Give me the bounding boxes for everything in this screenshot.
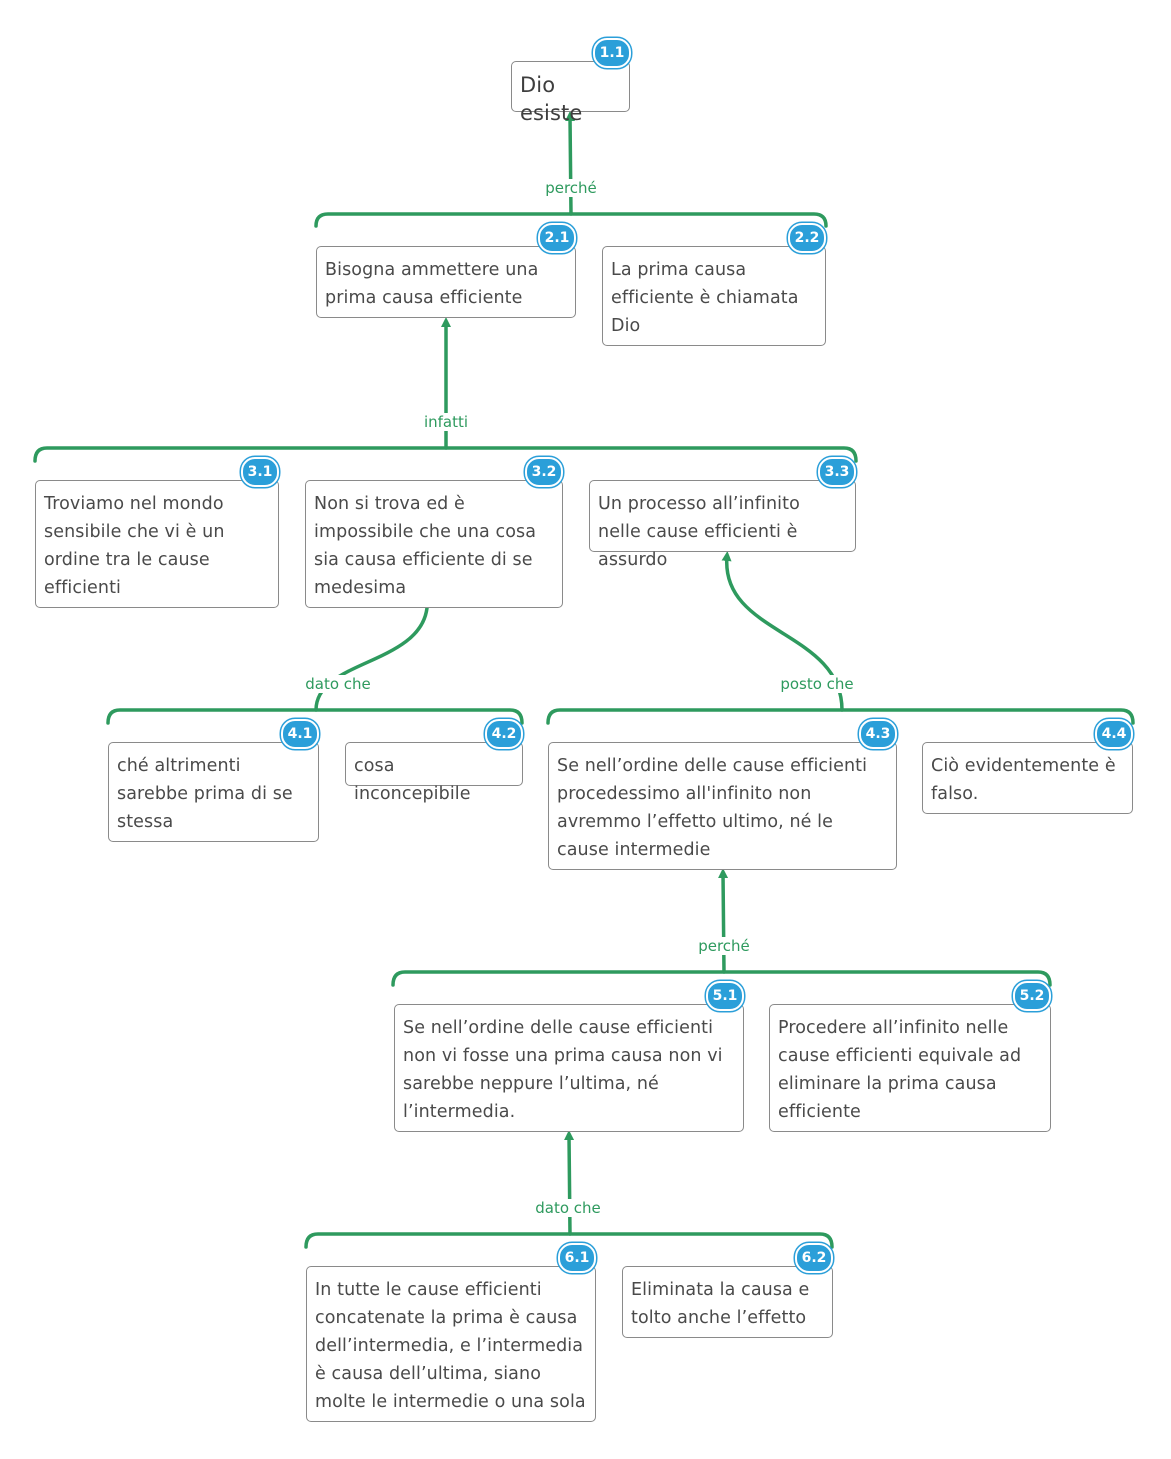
node-number-badge: 1.1 [593,38,631,68]
arrow-c6 [564,1130,575,1236]
claim-text: Dio esiste [520,73,583,125]
claim-node-2-2[interactable]: La prima causa efficiente è chiamata Dio [602,246,826,346]
claim-text: Se nell’ordine delle cause efficienti no… [403,1018,723,1122]
connector-label-infatti: infatti [421,413,471,431]
node-number-badge: 5.1 [706,981,744,1011]
claim-node-3-1[interactable]: Troviamo nel mondo sensibile che vi è un… [35,480,279,608]
connector-label-posto-che: posto che [778,675,856,693]
claim-node-4-1[interactable]: ché altrimenti sarebbe prima di se stess… [108,742,319,842]
claim-text: Eliminata la causa e tolto anche l’effet… [631,1280,810,1328]
claim-node-5-1[interactable]: Se nell’ordine delle cause efficienti no… [394,1004,744,1132]
claim-node-5-2[interactable]: Procedere all’infinito nelle cause effic… [769,1004,1051,1132]
connector-label-dato-che: dato che [303,675,373,693]
node-number-badge: 3.2 [525,457,563,487]
claim-text: Bisogna ammettere una prima causa effici… [325,260,539,308]
claim-node-4-3[interactable]: Se nell’ordine delle cause efficienti pr… [548,742,897,870]
claim-node-4-2[interactable]: cosa inconcepibile [345,742,523,804]
node-number-badge: 3.1 [241,457,279,487]
bracket-c2 [33,446,858,463]
arrow-c5 [718,868,729,974]
claim-text: In tutte le cause efficienti concatenate… [315,1280,586,1412]
claim-text: Non si trova ed è impossibile che una co… [314,494,537,598]
arrow-c3 [314,606,429,712]
claim-text: Ciò evidentemente è falso. [931,756,1116,804]
claim-text: Un processo all’infinito nelle cause eff… [598,494,800,570]
claim-node-3-2[interactable]: Non si trova ed è impossibile che una co… [305,480,563,608]
connector-label-dato-che: dato che [533,1199,603,1217]
claim-text: Troviamo nel mondo sensibile che vi è un… [44,494,225,598]
node-number-badge: 3.3 [818,457,856,487]
node-number-badge: 4.4 [1095,719,1133,749]
bracket-c3 [106,708,524,725]
bracket-c4 [546,708,1135,725]
claim-text: Se nell’ordine delle cause efficienti pr… [557,756,868,860]
claim-text: La prima causa efficiente è chiamata Dio [611,260,799,336]
arrow-c1 [565,111,576,216]
node-number-badge: 2.1 [538,223,576,253]
connector-label-perche: perché [543,179,599,197]
bracket-c1 [314,212,828,228]
node-number-badge: 4.1 [281,719,319,749]
claim-text: cosa inconcepibile [354,756,471,804]
claim-text: ché altrimenti sarebbe prima di se stess… [117,756,293,832]
node-number-badge: 6.2 [795,1243,833,1273]
claim-node-6-2[interactable]: Eliminata la causa e tolto anche l’effet… [622,1266,833,1338]
node-number-badge: 4.2 [485,719,523,749]
claim-node-3-3[interactable]: Un processo all’infinito nelle cause eff… [589,480,856,570]
claim-text: Procedere all’infinito nelle cause effic… [778,1018,1022,1122]
bracket-c5 [391,970,1052,987]
node-number-badge: 6.1 [558,1243,596,1273]
claim-node-6-1[interactable]: In tutte le cause efficienti concatenate… [306,1266,596,1422]
claim-node-1-1[interactable]: Dio esiste [511,61,630,125]
node-number-badge: 2.2 [788,223,826,253]
claim-node-2-1[interactable]: Bisogna ammettere una prima causa effici… [316,246,576,318]
node-number-badge: 4.3 [859,719,897,749]
node-number-badge: 5.2 [1013,981,1051,1011]
claim-node-4-4[interactable]: Ciò evidentemente è falso. [922,742,1133,814]
connector-label-perche: perché [696,937,752,955]
